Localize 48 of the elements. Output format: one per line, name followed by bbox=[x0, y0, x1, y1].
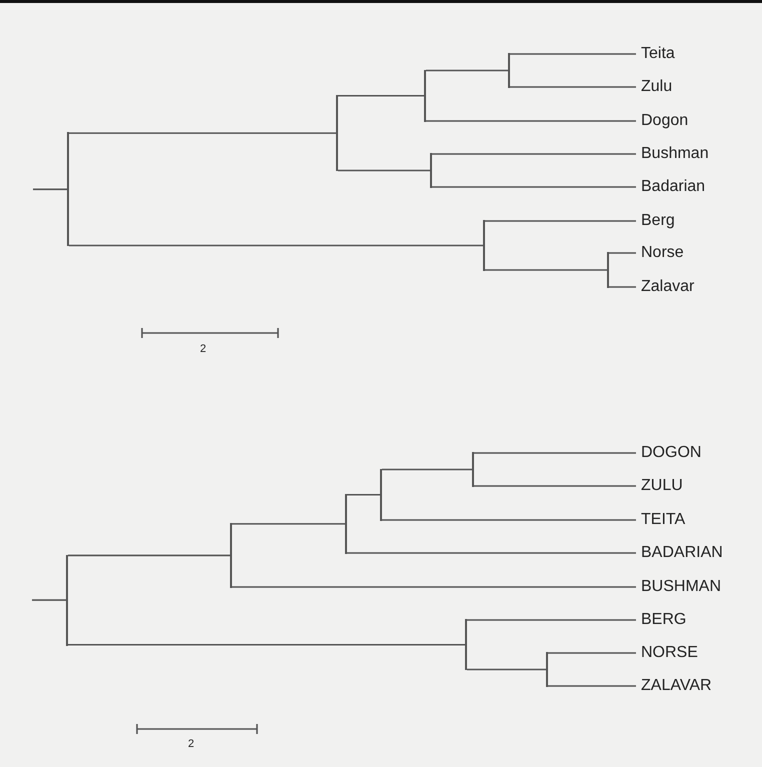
tree-branch bbox=[69, 132, 336, 134]
tree-branch bbox=[347, 494, 380, 496]
taxon-label: Zulu bbox=[636, 77, 672, 97]
tree-branch bbox=[232, 523, 345, 525]
taxon-label: Dogon bbox=[636, 111, 688, 131]
taxon-label: NORSE bbox=[636, 643, 698, 663]
tree-branch bbox=[510, 86, 636, 88]
taxon-label: TEITA bbox=[636, 510, 686, 530]
tree-branch bbox=[232, 586, 636, 588]
tree-branch bbox=[426, 70, 508, 72]
tree-branch bbox=[32, 599, 66, 601]
taxon-label: Badarian bbox=[636, 177, 706, 197]
tree-branch bbox=[474, 452, 636, 454]
tree-branch bbox=[33, 188, 67, 190]
tree-branch bbox=[609, 252, 636, 254]
tree-branch bbox=[69, 244, 483, 246]
tree-branch bbox=[338, 170, 430, 172]
taxon-label: DOGON bbox=[636, 443, 702, 463]
tree-branch bbox=[432, 186, 636, 188]
taxon-label: Zalavar bbox=[636, 277, 694, 297]
scale-value: 2 bbox=[188, 738, 194, 751]
tree-branch bbox=[426, 120, 636, 122]
tree-branch bbox=[338, 94, 424, 97]
taxon-label: ZULU bbox=[636, 476, 683, 496]
tree-branch bbox=[510, 53, 636, 55]
tree-branch bbox=[485, 220, 636, 222]
taxon-label: Berg bbox=[636, 211, 675, 231]
tree-branch bbox=[548, 685, 636, 687]
tree-branch bbox=[68, 554, 230, 556]
tree-branch bbox=[474, 485, 636, 487]
taxon-label: BERG bbox=[636, 610, 686, 630]
taxon-label: Teita bbox=[636, 44, 675, 64]
taxon-label: ZALAVAR bbox=[636, 676, 712, 696]
tree-branch bbox=[382, 519, 636, 521]
scale-value: 2 bbox=[200, 343, 206, 356]
tree-branch bbox=[485, 269, 607, 271]
tree-branch bbox=[68, 644, 465, 646]
taxon-label: BADARIAN bbox=[636, 543, 723, 563]
tree-branch bbox=[467, 668, 546, 670]
tree-branch bbox=[382, 468, 472, 470]
tree-branch bbox=[609, 286, 636, 288]
tree-branch bbox=[548, 652, 636, 654]
taxon-label: Bushman bbox=[636, 144, 709, 164]
tree-branch bbox=[432, 153, 636, 155]
tree-branch bbox=[467, 619, 636, 621]
tree-branch bbox=[347, 552, 636, 554]
taxon-label: Norse bbox=[636, 243, 684, 263]
taxon-label: BUSHMAN bbox=[636, 577, 722, 597]
